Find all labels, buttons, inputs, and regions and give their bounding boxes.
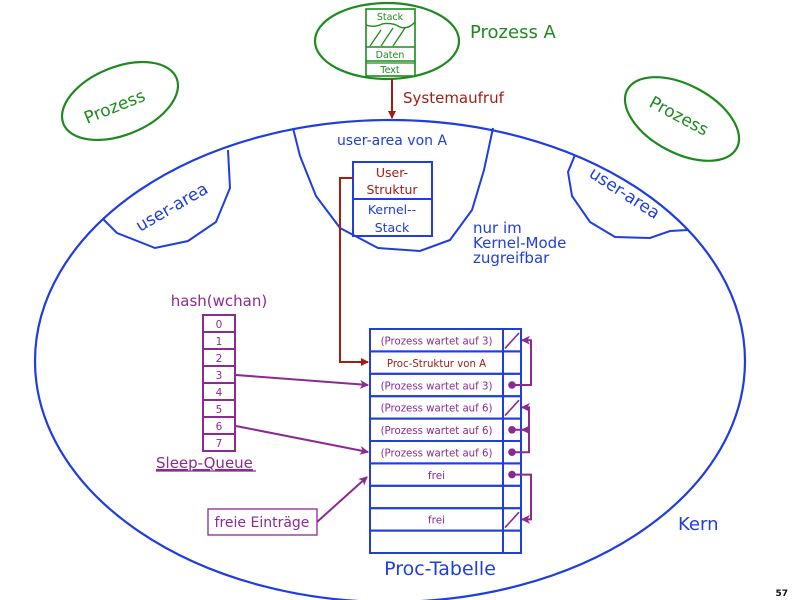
pointer-dot <box>508 448 516 457</box>
user-struktur-line1: User- <box>376 165 408 180</box>
kernel-mode-note-line1: nur im <box>473 219 522 237</box>
proc-table-entry-text: (Prozess wartet auf 3) <box>381 381 493 392</box>
proc-table-caption: Proc-Tabelle <box>384 558 496 580</box>
hash-table: 0 1 2 3 4 5 6 7 <box>202 314 236 452</box>
proc-table-pointer-cell <box>502 484 522 510</box>
segment-text: Text <box>379 65 399 76</box>
kernel-label: Kern <box>678 514 718 535</box>
proc-table-entry-text: frei <box>428 515 445 527</box>
null-pointer-mark <box>504 332 520 349</box>
chain-link-arrow <box>515 425 530 454</box>
proc-table-row: frei <box>369 462 522 487</box>
syscall-label: Systemaufruf <box>403 89 505 107</box>
user-area-right-label: user-area <box>585 163 663 223</box>
hash-slot-6-arrow <box>235 425 369 455</box>
proc-table-entry-text: (Prozess wartet auf 3) <box>381 337 493 348</box>
proc-table-entry-text: (Prozess wartet auf 6) <box>381 404 493 415</box>
proc-table-row: Proc-Struktur von A <box>369 350 522 375</box>
hash-slot: 1 <box>202 331 236 350</box>
user-area-left-shape <box>102 149 232 250</box>
proc-table-row: (Prozess wartet auf 6) <box>369 395 522 420</box>
free-entries-label: freie Einträge <box>215 515 310 531</box>
pointer-dot <box>508 426 516 434</box>
free-entries-box <box>207 508 318 536</box>
hash-slot: 7 <box>202 433 236 452</box>
proc-table-entry-text: (Prozess wartet auf 6) <box>381 449 493 460</box>
pointer-dot <box>508 381 516 389</box>
page-number: 57 <box>775 589 788 599</box>
hash-slot: 4 <box>202 382 236 401</box>
proc-table-row <box>369 529 522 554</box>
kernel-stack-line1: Kernel-- <box>368 202 416 217</box>
user-area-a-label: user-area von A <box>337 133 448 149</box>
proc-table-row <box>369 484 522 510</box>
free-entries-arrow <box>316 476 368 523</box>
hash-slot: 3 <box>202 365 236 384</box>
segment-daten: Daten <box>376 50 405 61</box>
process-left-label: Prozess <box>81 86 148 129</box>
hash-slot: 0 <box>202 314 236 333</box>
pointer-dot <box>508 470 516 479</box>
proc-table-row: (Prozess wartet auf 3) <box>369 372 522 398</box>
chain-link-arrow <box>515 335 532 386</box>
segment-stack: Stack <box>377 12 404 23</box>
hash-slot-label: 1 <box>216 336 223 348</box>
proc-table-entry-text: frei <box>428 470 445 482</box>
hash-slot-label: 4 <box>216 387 223 399</box>
process-left-ellipse <box>60 60 180 142</box>
null-pointer-mark <box>504 511 520 529</box>
proc-table-entry-text: (Prozess wartet auf 6) <box>381 426 493 437</box>
proc-table-row: frei <box>369 507 522 532</box>
proc-table-pointer-cell <box>502 350 522 375</box>
process-a-ellipse <box>313 1 461 81</box>
hash-slot-label: 7 <box>216 438 223 450</box>
hash-slot-label: 5 <box>216 404 223 416</box>
hash-slot-3-arrow <box>235 374 369 389</box>
proc-table-row: (Prozess wartet auf 6) <box>369 417 522 443</box>
chain-link-arrow <box>515 473 532 524</box>
kernel-ellipse <box>34 118 746 600</box>
proc-table-row: (Prozess wartet auf 3) <box>369 328 522 353</box>
user-struktur-line2: Struktur <box>366 182 418 197</box>
proc-table-row: (Prozess wartet auf 6) <box>369 440 522 465</box>
hash-slot: 6 <box>202 416 236 435</box>
kernel-mode-note-line2: Kernel-Mode <box>473 234 566 252</box>
proc-table-entry-text: Proc-Struktur von A <box>387 359 486 370</box>
null-pointer-mark <box>504 399 520 417</box>
proc-table: (Prozess wartet auf 3) Proc-Struktur von … <box>369 328 532 554</box>
user-area-right-shape <box>566 154 689 240</box>
kernel-mode-note-line3: zugreifbar <box>473 249 550 267</box>
ustruct-to-proc-arrow <box>339 177 369 366</box>
hash-title: hash(wchan) <box>171 292 267 310</box>
hash-slot-label: 2 <box>216 353 223 365</box>
hash-slot-label: 6 <box>216 421 223 433</box>
kernel-stack-line2: Stack <box>375 220 410 235</box>
hash-slot: 5 <box>202 399 236 418</box>
hash-slot-label: 3 <box>216 370 223 382</box>
hash-slot-label: 0 <box>216 319 223 331</box>
hash-slot: 2 <box>202 348 236 367</box>
proc-table-pointer-cell <box>502 529 522 554</box>
user-area-a-shape <box>292 127 494 253</box>
sleep-queue-label: Sleep-Queue <box>156 454 253 472</box>
process-a-memory-box <box>365 8 416 77</box>
process-right-ellipse <box>623 76 741 162</box>
process-right-label: Prozess <box>646 93 712 141</box>
process-a-label: Prozess A <box>470 22 557 43</box>
